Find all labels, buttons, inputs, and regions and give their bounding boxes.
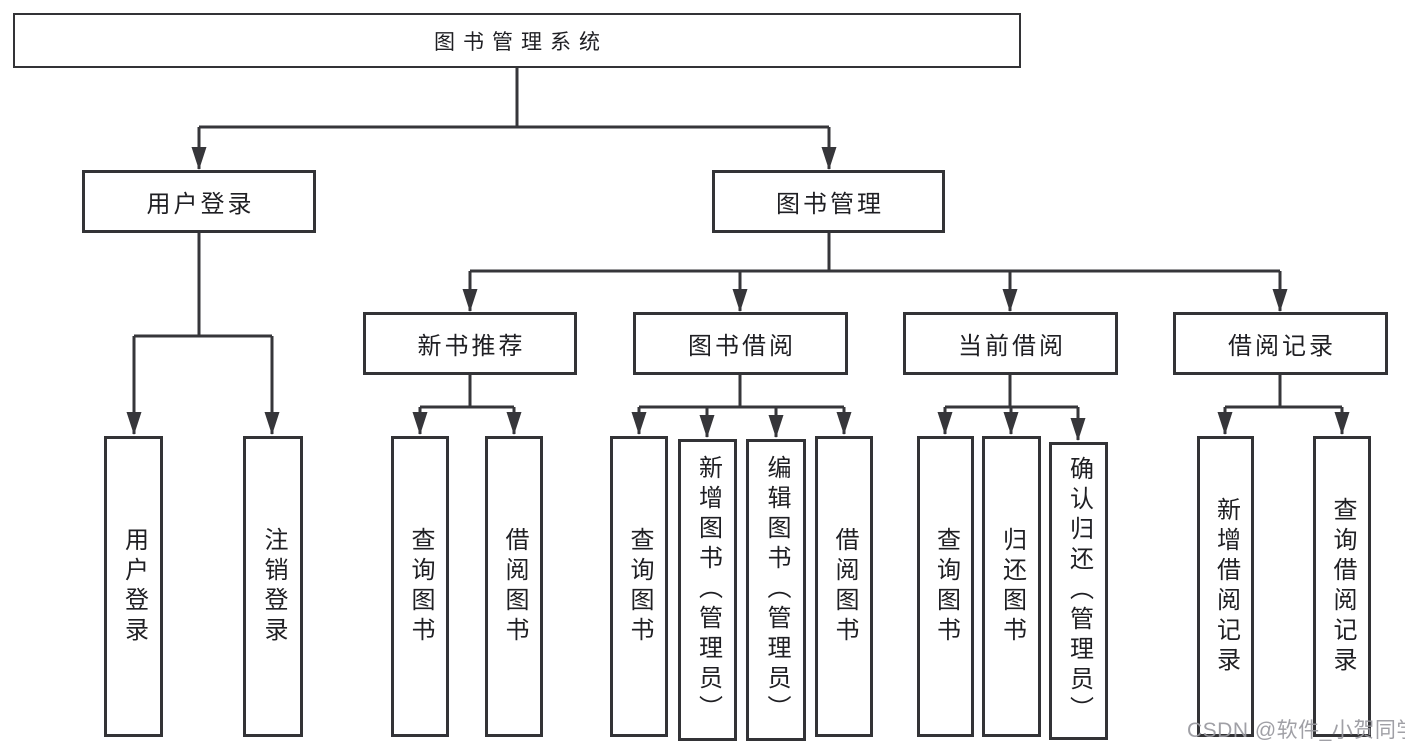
connector-newbook-leaves	[412, 375, 522, 435]
connector-currentborrow-leaves	[937, 375, 1086, 441]
node-query-books-borrow: 查询图书	[610, 436, 668, 737]
node-label: 新增借阅记录	[1212, 496, 1240, 677]
node-edit-books-admin: 编辑图书（管理员）	[746, 439, 806, 741]
node-label: 当前借阅	[958, 333, 1066, 360]
connector-bookmgmt-to-level3	[462, 233, 1288, 312]
node-library-system: 图书管理系统	[13, 13, 1021, 68]
node-label: 注销登录	[260, 526, 287, 647]
connector-bookborrow-leaves	[631, 375, 852, 438]
node-add-borrow-record: 新增借阅记录	[1197, 436, 1254, 737]
connector-userlogin-leaves	[126, 233, 280, 435]
node-label: 用户登录	[146, 191, 255, 218]
node-label: 查询图书	[626, 526, 653, 647]
node-current-borrow: 当前借阅	[903, 312, 1118, 375]
node-new-book-recommend: 新书推荐	[363, 312, 577, 375]
node-user-login: 用户登录	[82, 170, 316, 233]
node-label: 新增图书（管理员）	[694, 455, 722, 725]
node-label: 查询图书	[932, 526, 960, 647]
node-borrow-books-leaf: 借阅图书	[815, 436, 873, 737]
node-label: 图书借阅	[688, 333, 796, 360]
node-query-books-recommend: 查询图书	[391, 436, 449, 737]
connector-borrowrecords-leaves	[1217, 375, 1350, 435]
node-confirm-return-admin: 确认归还（管理员）	[1049, 442, 1108, 740]
node-user-login-leaf: 用户登录	[104, 436, 163, 737]
node-return-books: 归还图书	[982, 436, 1041, 737]
node-label: 确认归还（管理员）	[1065, 456, 1093, 726]
node-label: 用户登录	[120, 526, 148, 647]
node-query-books-current: 查询图书	[917, 436, 974, 737]
node-label: 编辑图书（管理员）	[763, 455, 790, 725]
node-label: 借阅图书	[831, 526, 858, 647]
node-label: 查询图书	[407, 526, 434, 647]
node-label: 图书管理系统	[434, 30, 608, 54]
node-query-borrow-record: 查询借阅记录	[1313, 436, 1371, 737]
node-label: 新书推荐	[417, 333, 526, 360]
node-label: 借阅记录	[1228, 333, 1336, 360]
node-label: 图书管理	[776, 191, 884, 218]
node-book-borrow: 图书借阅	[633, 312, 848, 375]
node-add-books-admin: 新增图书（管理员）	[678, 439, 737, 741]
csdn-watermark: CSDN @软件_小贺同学	[1187, 719, 1405, 742]
node-label: 借阅图书	[501, 526, 528, 647]
connector-root-to-level2	[191, 68, 837, 170]
node-label: 查询借阅记录	[1329, 496, 1356, 677]
node-logout: 注销登录	[243, 436, 303, 737]
node-borrow-records: 借阅记录	[1173, 312, 1388, 375]
node-borrow-books-recommend: 借阅图书	[485, 436, 543, 737]
node-label: 归还图书	[998, 526, 1026, 647]
node-book-management: 图书管理	[712, 170, 945, 233]
